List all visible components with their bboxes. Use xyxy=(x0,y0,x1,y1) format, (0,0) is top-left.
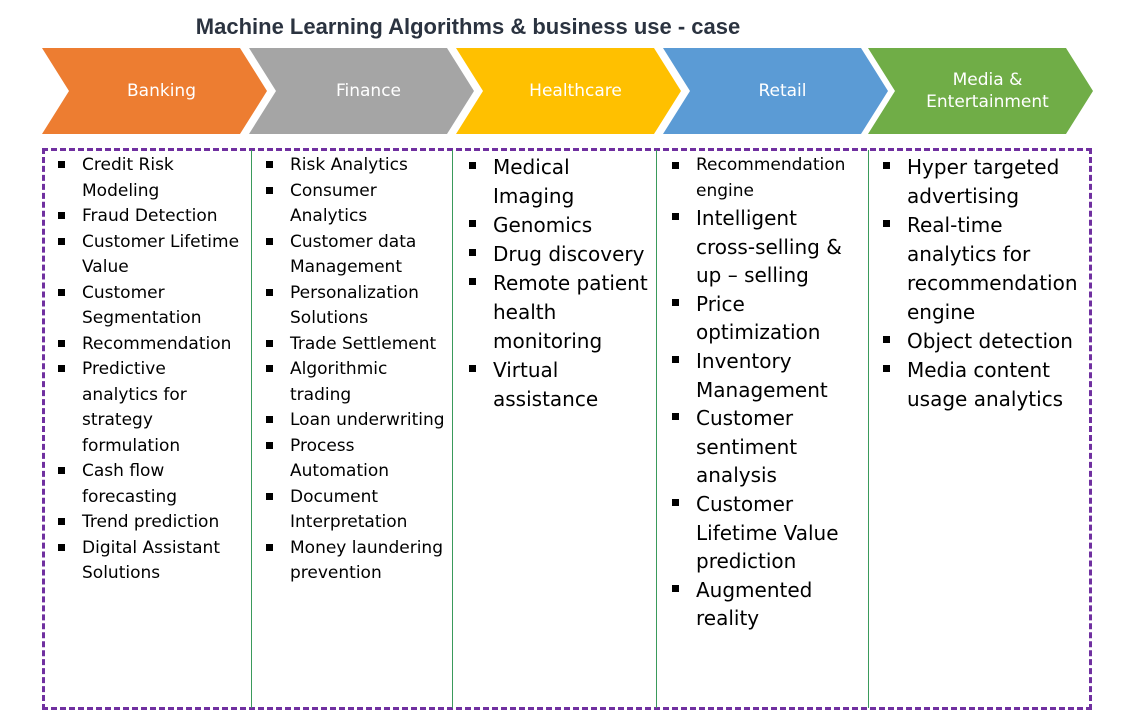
list-item: Inventory Management xyxy=(670,347,862,404)
list-item: Remote patient health monitoring xyxy=(467,269,652,356)
list-item: Recommendation xyxy=(56,332,246,358)
list-item: Recommendation engine xyxy=(670,153,862,204)
list-item: Intelligent cross-selling & up – selling xyxy=(670,204,862,290)
list-item: Predictive analytics for strategy formul… xyxy=(56,357,246,459)
list-item: Customer sentiment analysis xyxy=(670,404,862,490)
chevron-label-media-entertainment: Media & Entertainment xyxy=(926,70,1049,112)
list-item: Digital Assistant Solutions xyxy=(56,536,246,587)
list-item: Loan underwriting xyxy=(264,408,446,434)
chevron-media-entertainment: Media & Entertainment xyxy=(868,48,1093,134)
list-item: Genomics xyxy=(467,211,652,240)
list-item: Trade Settlement xyxy=(264,332,446,358)
list-item: Process Automation xyxy=(264,434,446,485)
chevron-label-finance: Finance xyxy=(335,81,402,101)
list-item: Drug discovery xyxy=(467,240,652,269)
list-item: Real-time analytics for recommendation e… xyxy=(881,211,1086,327)
chevron-retail: Retail xyxy=(663,48,888,134)
chevron-banking: Banking xyxy=(42,48,267,134)
list-item: Algorithmic trading xyxy=(264,357,446,408)
list-item: Customer Lifetime Value xyxy=(56,230,246,281)
list-item: Cash flow forecasting xyxy=(56,459,246,510)
list-item: Personalization Solutions xyxy=(264,281,446,332)
column-divider xyxy=(868,150,869,708)
list-item: Credit Risk Modeling xyxy=(56,153,246,204)
list-item: Customer Lifetime Value prediction xyxy=(670,490,862,576)
chevron-label-retail: Retail xyxy=(758,81,807,101)
list-item: Price optimization xyxy=(670,290,862,347)
column-divider xyxy=(251,150,252,708)
column-divider xyxy=(452,150,453,708)
list-item: Customer data Management xyxy=(264,230,446,281)
list-item: Money laundering prevention xyxy=(264,536,446,587)
list-item: Fraud Detection xyxy=(56,204,246,230)
list-item: Customer Segmentation xyxy=(56,281,246,332)
list-item: Virtual assistance xyxy=(467,356,652,414)
list-item: Risk Analytics xyxy=(264,153,446,179)
column-divider xyxy=(656,150,657,708)
list-item: Media content usage analytics xyxy=(881,356,1086,414)
list-item: Hyper targeted advertising xyxy=(881,153,1086,211)
chevron-healthcare: Healthcare xyxy=(456,48,681,134)
use-case-frame xyxy=(42,148,1092,710)
diagram-title: Machine Learning Algorithms & business u… xyxy=(195,14,741,39)
list-item: Augmented reality xyxy=(670,576,862,633)
list-item: Object detection xyxy=(881,327,1086,356)
category-chevrons: Banking Finance Healthcare Retail Media … xyxy=(0,0,1140,140)
chevron-label-banking: Banking xyxy=(127,81,196,101)
list-item: Trend prediction xyxy=(56,510,246,536)
list-item: Medical Imaging xyxy=(467,153,652,211)
chevron-label-healthcare: Healthcare xyxy=(529,81,622,101)
list-item: Consumer Analytics xyxy=(264,179,446,230)
list-item: Document Interpretation xyxy=(264,485,446,536)
chevron-finance: Finance xyxy=(249,48,474,134)
